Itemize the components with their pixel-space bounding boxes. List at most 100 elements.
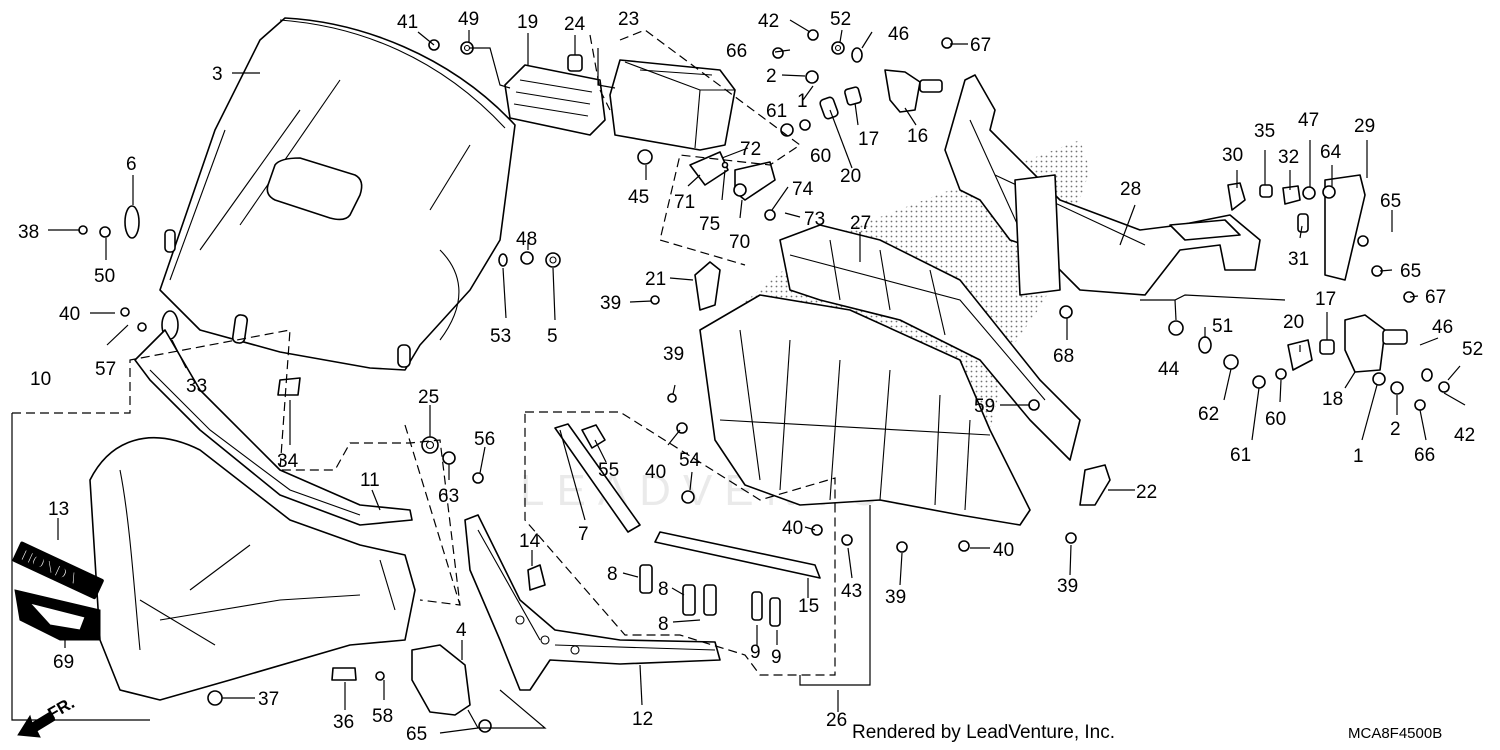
callout-30: 30 xyxy=(1222,145,1243,166)
callout-10: 10 xyxy=(30,369,51,390)
callout-46: 46 xyxy=(888,24,909,45)
cover-plate xyxy=(411,644,471,716)
callout-28: 28 xyxy=(1120,179,1141,200)
callout-24: 24 xyxy=(564,14,586,35)
callout-15: 15 xyxy=(798,596,819,617)
callout-9: 9 xyxy=(771,647,782,668)
callout-66: 66 xyxy=(1414,445,1435,466)
callout-43: 43 xyxy=(841,581,862,602)
callout-69: 69 xyxy=(53,652,74,673)
callout-2: 2 xyxy=(766,66,777,87)
callout-62: 62 xyxy=(1198,404,1219,425)
callout-60: 60 xyxy=(810,146,831,167)
callout-39: 39 xyxy=(885,587,906,608)
callout-33: 33 xyxy=(186,376,207,397)
callout-44: 44 xyxy=(1158,359,1180,380)
callout-61: 61 xyxy=(766,101,787,122)
diagram-code: MCA8F4500B xyxy=(1348,725,1442,742)
callout-52: 52 xyxy=(830,9,851,30)
callout-65: 65 xyxy=(1400,261,1421,282)
callout-34: 34 xyxy=(277,451,299,472)
callout-26: 26 xyxy=(826,710,847,731)
callout-1: 1 xyxy=(797,91,808,112)
callout-4: 4 xyxy=(456,620,467,641)
callout-17: 17 xyxy=(1315,289,1336,310)
callout-47: 47 xyxy=(1298,110,1319,131)
callout-61: 61 xyxy=(1230,445,1251,466)
callout-49: 49 xyxy=(458,9,479,30)
callout-59: 59 xyxy=(974,396,995,417)
callout-31: 31 xyxy=(1288,249,1309,270)
callout-72: 72 xyxy=(740,139,761,160)
callout-63: 63 xyxy=(438,486,459,507)
callout-70: 70 xyxy=(729,232,750,253)
callout-37: 37 xyxy=(258,689,279,710)
callout-40: 40 xyxy=(993,540,1014,561)
callout-40: 40 xyxy=(782,518,803,539)
right-side-brackets xyxy=(1059,174,1450,411)
callout-13: 13 xyxy=(48,499,69,520)
callout-60: 60 xyxy=(1265,409,1286,430)
callout-50: 50 xyxy=(94,266,115,287)
callout-65: 65 xyxy=(1380,191,1401,212)
callout-20: 20 xyxy=(1283,312,1304,333)
callout-8: 8 xyxy=(658,614,669,635)
callout-36: 36 xyxy=(333,712,354,733)
callout-38: 38 xyxy=(18,222,39,243)
strip-panels xyxy=(527,423,821,627)
callout-22: 22 xyxy=(1136,482,1157,503)
callout-9: 9 xyxy=(750,642,761,663)
callout-1: 1 xyxy=(1353,446,1364,467)
callout-45: 45 xyxy=(628,187,649,208)
group-outlines xyxy=(11,29,871,721)
inner-fairing xyxy=(699,140,1090,526)
callout-67: 67 xyxy=(970,35,991,56)
callout-39: 39 xyxy=(600,293,621,314)
callout-29: 29 xyxy=(1354,116,1375,137)
mid-fasteners xyxy=(650,261,1111,553)
callout-58: 58 xyxy=(372,706,393,727)
callout-35: 35 xyxy=(1254,121,1275,142)
callout-18: 18 xyxy=(1322,389,1343,410)
callout-23: 23 xyxy=(618,9,639,30)
callout-71: 71 xyxy=(674,192,695,213)
callout-56: 56 xyxy=(474,429,495,450)
callout-46: 46 xyxy=(1432,317,1453,338)
callout-40: 40 xyxy=(645,462,666,483)
callout-19: 19 xyxy=(517,12,538,33)
callout-68: 68 xyxy=(1053,346,1074,367)
callout-75: 75 xyxy=(699,214,720,235)
callout-74: 74 xyxy=(792,179,814,200)
callout-52: 52 xyxy=(1462,339,1483,360)
callout-11: 11 xyxy=(360,470,380,491)
callout-64: 64 xyxy=(1320,142,1342,163)
callout-66: 66 xyxy=(726,41,747,62)
front-direction-arrow: FR. xyxy=(17,693,78,738)
callout-21: 21 xyxy=(645,269,666,290)
callout-42: 42 xyxy=(758,11,779,32)
callout-48: 48 xyxy=(516,229,537,250)
callout-42: 42 xyxy=(1454,425,1475,446)
callout-51: 51 xyxy=(1212,316,1233,337)
callout-65: 65 xyxy=(406,724,427,745)
callout-20: 20 xyxy=(840,166,861,187)
front-cowl xyxy=(89,329,416,701)
callout-39: 39 xyxy=(1057,576,1078,597)
callout-32: 32 xyxy=(1278,147,1299,168)
callout-7: 7 xyxy=(578,524,589,545)
wing-emblem xyxy=(14,589,101,641)
leader-lines xyxy=(48,19,1466,734)
callout-25: 25 xyxy=(418,387,439,408)
callout-27: 27 xyxy=(850,213,871,234)
callout-55: 55 xyxy=(598,460,619,481)
honda-badge: HONDA xyxy=(12,541,104,600)
callout-39: 39 xyxy=(663,344,684,365)
mirror-bracket xyxy=(689,151,776,221)
callout-41: 41 xyxy=(397,12,418,33)
callout-6: 6 xyxy=(126,154,137,175)
callout-5: 5 xyxy=(547,326,558,347)
rendered-by-credit: Rendered by LeadVenture, Inc. xyxy=(852,722,1115,743)
callout-73: 73 xyxy=(804,209,825,230)
